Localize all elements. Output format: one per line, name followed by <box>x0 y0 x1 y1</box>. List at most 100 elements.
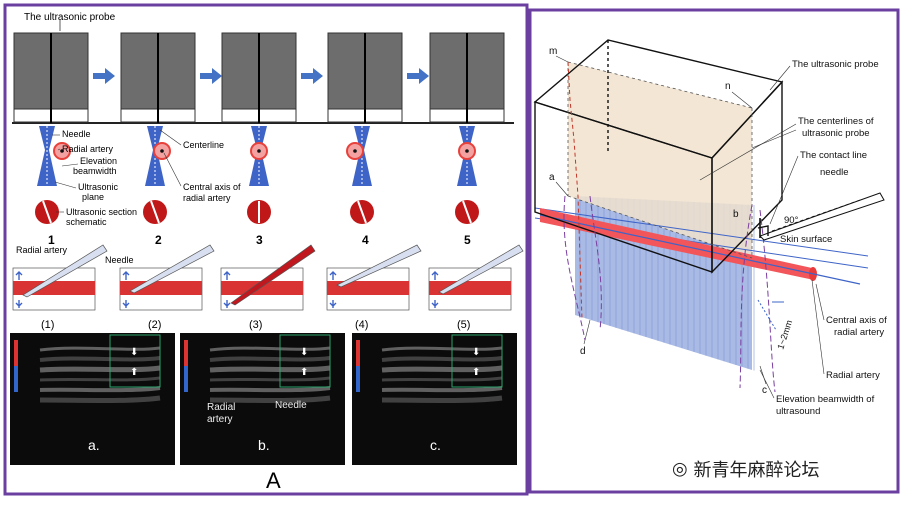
plane-hatching <box>579 196 755 371</box>
leader-elevation <box>61 163 79 167</box>
up-arrow-bottom <box>431 300 439 308</box>
leader-radial-artery <box>811 279 825 375</box>
us-tissue-band <box>39 365 161 373</box>
paren-number: (1) <box>41 319 54 331</box>
vessel-band <box>221 281 303 295</box>
red-plane-edge <box>567 61 583 321</box>
centerline-top <box>567 61 753 109</box>
watermark: ◎ 新青年麻醉论坛 <box>672 456 819 482</box>
needle <box>336 244 422 288</box>
us-tissue-band <box>381 365 503 373</box>
us-tissue-band <box>209 386 331 393</box>
angle-label: 90° <box>784 215 799 226</box>
centerline-label: Centerline <box>183 140 224 150</box>
leader-m <box>555 55 569 63</box>
plane-line-2: plane <box>82 192 104 202</box>
plane-line-1: Ultrasonic <box>78 182 119 192</box>
us-tissue-band <box>209 356 331 362</box>
artery-center-dot <box>353 149 357 153</box>
us-label: a. <box>88 437 100 453</box>
probe-row <box>13 32 505 123</box>
leader-elevation <box>759 369 775 399</box>
side-radial-artery-label: Radial artery <box>16 245 68 255</box>
color-scale-blue <box>14 366 18 392</box>
needle <box>22 244 108 298</box>
central-axis-b-line-2: radial artery <box>834 327 884 338</box>
us-tissue-band <box>381 356 503 362</box>
point-c: c <box>762 385 767 396</box>
ultrasound-image: ⬇⬆c. <box>352 333 517 465</box>
paren-number: (5) <box>457 319 470 331</box>
up-arrow-bottom <box>329 300 337 308</box>
up-arrow-top <box>15 271 23 280</box>
up-arrow-icon: ⬆ <box>130 367 138 378</box>
leader-centerlines-1 <box>699 123 797 181</box>
probe-centerlines <box>567 61 753 259</box>
leader-lines <box>52 129 182 213</box>
step-number: 3 <box>256 233 263 247</box>
panel-a-letter: A <box>266 468 281 493</box>
elevation-b-line-2: ultrasound <box>776 406 820 417</box>
down-arrow-icon: ⬇ <box>300 347 308 358</box>
us-tissue-band <box>39 386 161 393</box>
leader-c <box>759 365 767 385</box>
up-arrow-top <box>122 271 130 280</box>
distance-guide <box>757 299 777 331</box>
leader-probe <box>769 65 791 91</box>
paren-number: (4) <box>355 319 368 331</box>
panel-a: The ultrasonic probe Needle Radial arter… <box>10 12 524 493</box>
paren-number: (3) <box>249 319 262 331</box>
up-arrow-top <box>431 271 439 280</box>
section-line-2: schematic <box>66 217 107 227</box>
needle <box>438 244 524 295</box>
needle-label: Needle <box>62 129 91 139</box>
contact-line-label: The contact line <box>800 150 867 161</box>
leader-artery <box>57 148 61 151</box>
step-number: 1 <box>48 233 55 247</box>
vessel-band <box>120 281 202 295</box>
skin-surface-line <box>534 207 869 257</box>
panel-b-frame <box>528 8 900 494</box>
right-angle-mark <box>757 225 769 236</box>
us-tissue-band <box>209 376 331 382</box>
point-a: a <box>549 172 555 183</box>
point-d: d <box>580 346 586 357</box>
leader-centerline <box>159 129 182 146</box>
us-tissue-band <box>381 376 503 382</box>
axis-line-2: radial artery <box>183 193 231 203</box>
artery-center-dot <box>465 149 469 153</box>
central-axis-b-line-1: Central axis of <box>826 315 887 326</box>
step-arrow <box>301 68 323 84</box>
up-arrow-top <box>329 271 337 280</box>
axis-line-1: Central axis of <box>183 182 241 192</box>
distance-label: 1~2mm <box>775 319 794 351</box>
section-line <box>150 200 160 224</box>
us-label: b. <box>258 437 270 453</box>
us-tissue-band <box>381 386 503 393</box>
centerlines-line-2: ultrasonic probe <box>802 128 870 139</box>
color-box <box>109 334 161 388</box>
leader-contact <box>769 155 799 225</box>
color-box <box>451 334 503 388</box>
point-n: n <box>725 81 731 92</box>
artery-center-dot <box>60 149 64 153</box>
step-number: 5 <box>464 233 471 247</box>
beam-curve-right-inner <box>739 204 753 389</box>
up-arrow-icon: ⬆ <box>300 367 308 378</box>
leader-plane <box>54 181 77 189</box>
leader-d <box>583 319 591 345</box>
section-line <box>42 200 52 224</box>
wechat-icon: ◎ <box>672 458 688 480</box>
beam-curve-left-outer <box>563 195 586 341</box>
probe-box <box>533 39 784 274</box>
vessel-band <box>429 281 511 295</box>
vessel-band <box>327 281 409 295</box>
needle <box>129 244 215 294</box>
radial-artery-label: Radial artery <box>62 144 114 154</box>
ultrasound-image: ⬇ ⬆ b. <box>180 333 345 465</box>
